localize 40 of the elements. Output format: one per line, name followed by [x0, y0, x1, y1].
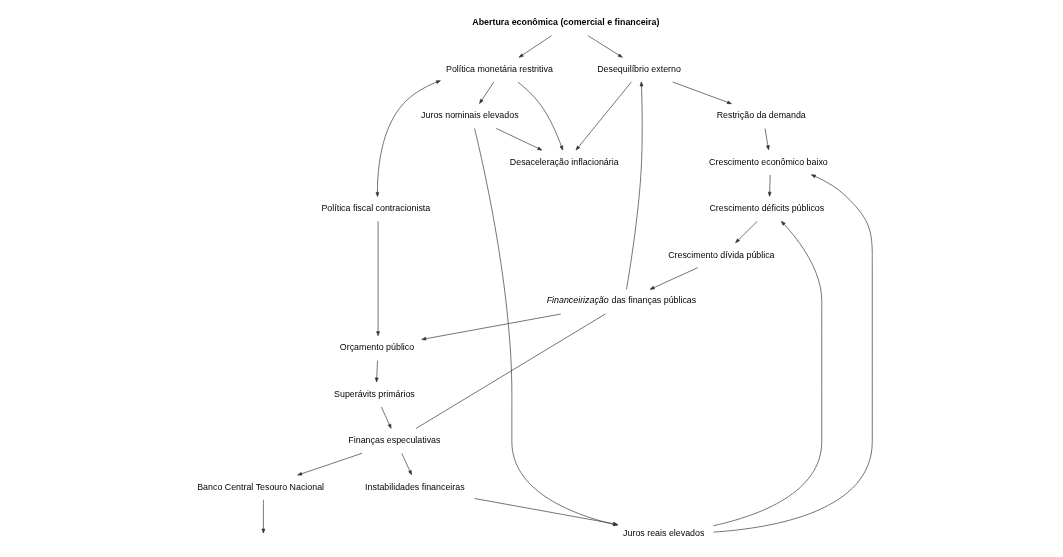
arrow	[401, 453, 412, 476]
arrow	[587, 35, 623, 58]
arrow	[375, 220, 380, 337]
arrow	[495, 128, 542, 151]
arrow	[649, 267, 698, 290]
arrow	[734, 221, 758, 244]
arrow	[518, 35, 552, 58]
arrow	[420, 313, 561, 341]
node-text: Instabilidades financeiras	[364, 481, 465, 492]
node-text: Restrição da demanda	[716, 110, 806, 121]
arrow	[374, 360, 379, 383]
node-text: Desequilíbrio externo	[596, 63, 681, 74]
arrow	[575, 81, 632, 151]
arrow	[625, 81, 643, 290]
node-text: Crescimento déficits públicos	[708, 203, 824, 214]
arrow	[767, 174, 771, 197]
node-text: Política fiscal contracionista	[320, 203, 430, 214]
node-text: Desaceleração inflacionária	[509, 156, 619, 167]
arrow	[712, 174, 873, 533]
connector	[415, 313, 606, 429]
arrow	[380, 406, 391, 429]
arrow	[764, 128, 770, 151]
node-text: Crescimento dívida pública	[667, 249, 775, 260]
arrow	[478, 81, 494, 104]
node-text: Juros reais elevados	[622, 528, 704, 539]
node-text: Financeirização das finanças públicas	[546, 295, 696, 306]
node-text: Banco Central Tesouro Nacional	[196, 481, 324, 492]
node-text: Política monetária restritiva	[445, 63, 553, 74]
node-text: Finanças especulativas	[347, 435, 440, 446]
arrow	[296, 452, 362, 476]
arrow	[671, 81, 732, 105]
arrow	[375, 80, 441, 197]
node-text: Orçamento público	[339, 342, 414, 353]
node-text: Crescimento econômico baixo	[708, 156, 828, 167]
arrow	[261, 499, 265, 534]
node-text: Superávits primários	[333, 388, 415, 399]
node-text: Abertura econômica (comercial e financeira)	[471, 16, 659, 27]
arrow	[712, 221, 822, 527]
arrow	[517, 81, 563, 151]
node-text: Juros nominais elevados	[420, 110, 519, 121]
